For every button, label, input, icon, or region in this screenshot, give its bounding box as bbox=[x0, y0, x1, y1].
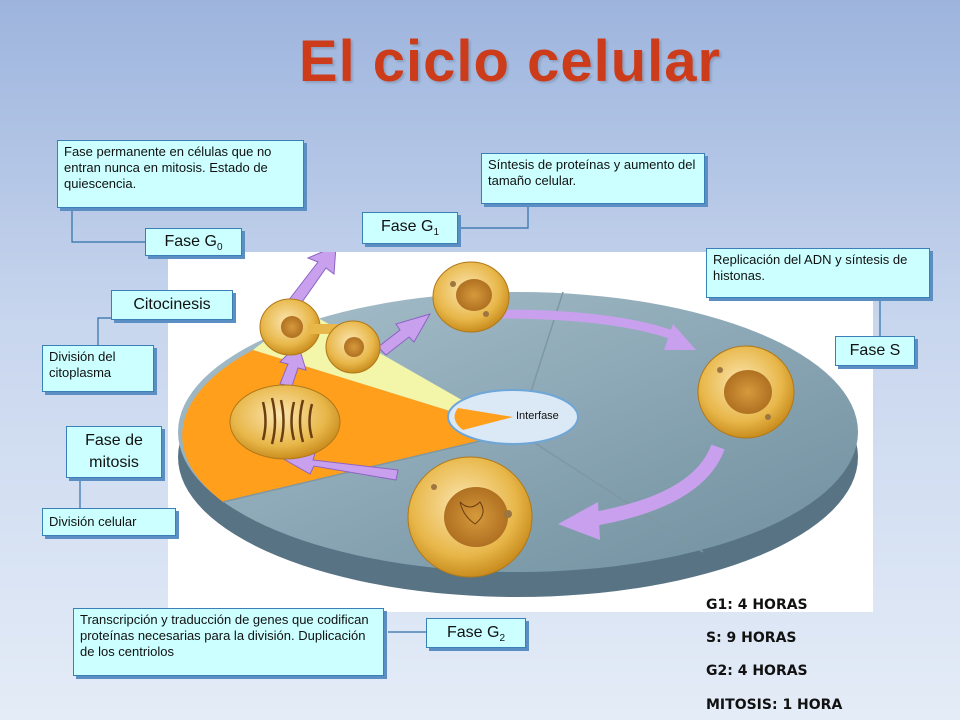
diagram-panel bbox=[168, 252, 873, 612]
g0-note: Fase permanente en células que no entran… bbox=[57, 140, 304, 208]
g1-note: Síntesis de proteínas y aumento del tama… bbox=[481, 153, 705, 204]
g2-note: Transcripción y traducción de genes que … bbox=[73, 608, 384, 676]
g2-label-name: Fase G bbox=[446, 624, 500, 641]
g2-label: Fase G2 bbox=[426, 618, 526, 648]
cell-g2 bbox=[407, 456, 533, 578]
duration-mitosis: MITOSIS: 1 HORA bbox=[706, 697, 843, 713]
cell-g1 bbox=[432, 261, 510, 333]
mitosis-label: Fase de mitosis bbox=[66, 426, 162, 478]
cell-s bbox=[697, 345, 795, 439]
g2-label-sub: 2 bbox=[499, 633, 506, 645]
cell-mitosis bbox=[229, 384, 341, 460]
arrow-s-to-g2 bbox=[586, 444, 725, 527]
page-title: El ciclo celular bbox=[298, 29, 722, 94]
g1-label: Fase G1 bbox=[362, 212, 458, 244]
interfase-label: Interfase bbox=[516, 410, 559, 422]
g1-label-name: Fase G bbox=[380, 218, 434, 235]
duration-g1: G1: 4 HORAS bbox=[706, 597, 808, 613]
arrow-g1-to-s bbox=[497, 309, 680, 342]
citocinesis-note: División del citoplasma bbox=[42, 345, 154, 392]
citocinesis-label: Citocinesis bbox=[111, 290, 233, 320]
s-label: Fase S bbox=[835, 336, 915, 366]
citocinesis-sector bbox=[253, 315, 518, 432]
g0-label-sub: 0 bbox=[216, 242, 223, 254]
interfase-mitosis-slice bbox=[454, 408, 513, 430]
arrow-citocinesis-to-g1 bbox=[377, 313, 432, 356]
g1-label-sub: 1 bbox=[433, 227, 440, 239]
g0-label-name: Fase G bbox=[164, 233, 217, 250]
g0-label: Fase G0 bbox=[145, 228, 242, 256]
cell-cycle-diagram bbox=[178, 252, 858, 597]
cell-citocinesis bbox=[259, 298, 381, 374]
mitosis-note: División celular bbox=[42, 508, 176, 536]
arrow-mitosis-to-citocinesis bbox=[279, 343, 307, 387]
arrow-g2-to-mitosis bbox=[278, 449, 399, 481]
duration-g2: G2: 4 HORAS bbox=[706, 663, 808, 679]
duration-s: S: 9 HORAS bbox=[706, 630, 797, 646]
s-note: Replicación del ADN y síntesis de histon… bbox=[706, 248, 930, 298]
